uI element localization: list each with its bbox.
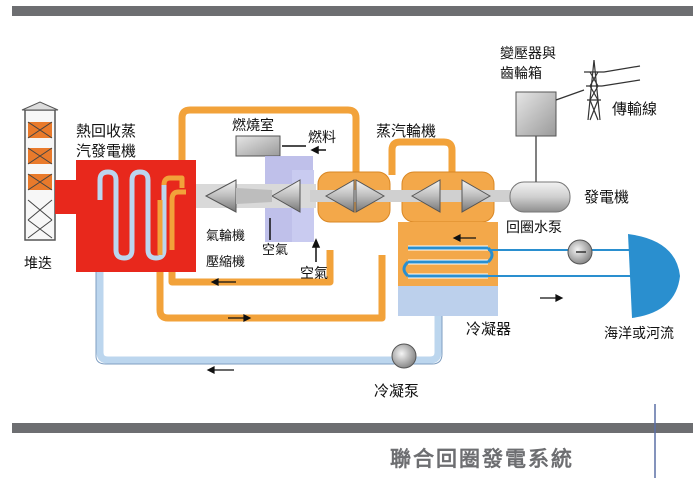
label-air-2: 空氣 xyxy=(300,266,328,282)
fuel-arrow xyxy=(282,145,326,155)
top-bar xyxy=(12,6,693,16)
hrsg-coils xyxy=(97,169,186,261)
label-condenser: 冷凝器 xyxy=(466,320,511,338)
label-hrsg-1: 熱回收蒸 xyxy=(76,122,136,140)
condenser xyxy=(398,222,498,316)
label-condensate-pump: 冷凝泵 xyxy=(374,382,419,400)
condensate-pipe xyxy=(96,200,442,364)
label-generator: 發電機 xyxy=(584,188,629,206)
label-transformer-1: 變壓器與 xyxy=(500,46,556,62)
condensate-pump xyxy=(391,343,417,369)
transmission-tower xyxy=(555,59,641,121)
label-stack: 堆迭 xyxy=(24,256,52,272)
air-arrows xyxy=(269,218,321,262)
label-steam-turbine: 蒸汽輪機 xyxy=(376,122,436,140)
label-air-1: 空氣 xyxy=(262,243,288,258)
label-water-source: 海洋或河流 xyxy=(604,326,674,342)
flow-arrows xyxy=(206,234,564,374)
gas-turbine xyxy=(196,179,316,213)
steam-turbine xyxy=(310,171,510,223)
label-turbine-2: 壓縮機 xyxy=(206,254,245,270)
cooling-water-lines xyxy=(488,249,640,277)
water-source xyxy=(628,234,680,318)
generator xyxy=(509,181,571,213)
transformer-box xyxy=(515,91,557,182)
bottom-bar xyxy=(12,423,693,433)
label-fuel: 燃料 xyxy=(308,129,336,146)
label-transmission: 傳輸線 xyxy=(612,100,657,118)
condensate-pipe-outline xyxy=(95,200,443,365)
label-circ-pump: 回圈水泵 xyxy=(506,220,562,236)
exhaust-stack xyxy=(21,101,77,241)
label-transformer-2: 齒輪箱 xyxy=(500,65,542,82)
label-hrsg-2: 汽發電機 xyxy=(76,142,136,160)
diagram-title: 聯合回圈發電系統 xyxy=(390,447,574,471)
label-combustor: 燃燒室 xyxy=(232,117,274,134)
label-turbine-1: 氣輪機 xyxy=(206,228,245,244)
